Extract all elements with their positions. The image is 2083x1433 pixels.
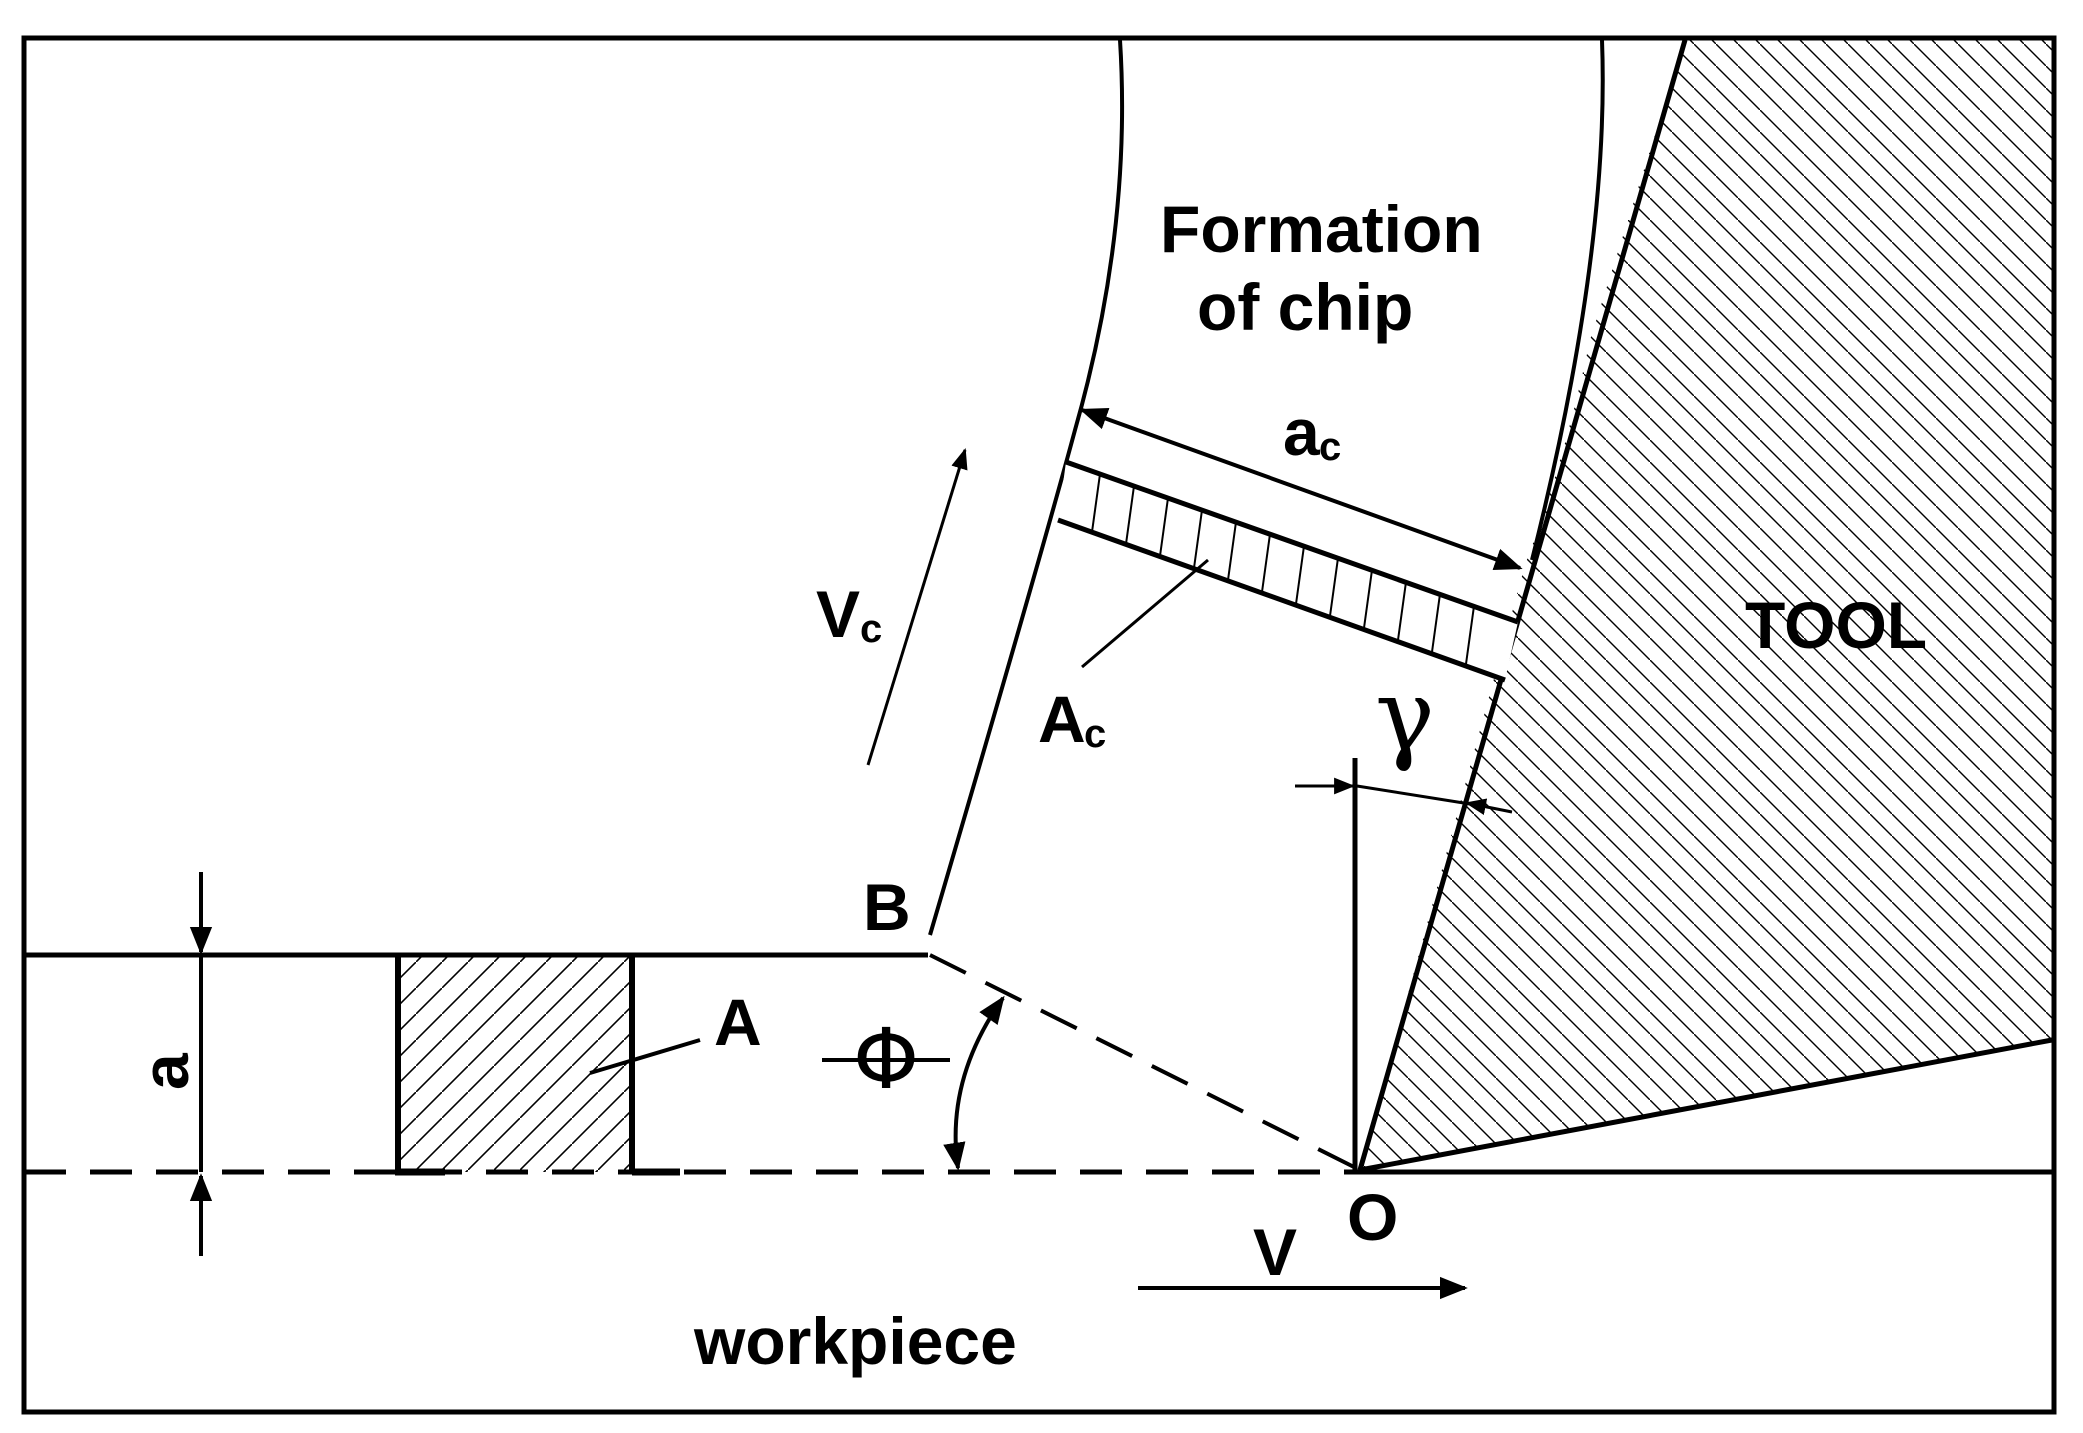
tool-body xyxy=(1360,40,2052,1170)
chip-thickness-label: a xyxy=(1283,395,1321,469)
point-b-label: B xyxy=(863,870,911,944)
chip-area-leader xyxy=(1081,558,1209,669)
chip-section-fill xyxy=(1058,462,1518,680)
diagram-frame xyxy=(21,35,2057,1415)
uncut-area-leader xyxy=(589,1038,701,1075)
chip-area-label: A xyxy=(1038,682,1086,756)
chip-title-line2: of chip xyxy=(1197,270,1413,344)
rake-angle-arc xyxy=(1356,784,1471,806)
chip-right-edge xyxy=(1530,39,1605,561)
chip-velocity-arrow xyxy=(866,447,968,766)
chip-velocity-subscript: c xyxy=(860,607,882,651)
workpiece-label: workpiece xyxy=(693,1304,1017,1378)
uncut-chip-area xyxy=(398,956,630,1172)
chip-thickness-subscript: c xyxy=(1319,425,1341,469)
chip-velocity-label: V xyxy=(816,577,860,651)
chip-thickness-arrow xyxy=(1079,408,1523,570)
shear-angle-label: Φ xyxy=(853,1010,919,1108)
shear-plane xyxy=(929,953,1361,1172)
rake-angle-label: γ xyxy=(1375,657,1435,774)
chip-title-line1: Formation xyxy=(1160,192,1483,266)
shear-angle-arc xyxy=(943,995,1005,1171)
uncut-area-label: A xyxy=(714,985,762,1059)
point-o-label: O xyxy=(1347,1180,1398,1254)
tool-label: TOOL xyxy=(1745,588,1927,662)
chip-area-subscript: c xyxy=(1084,712,1106,756)
chip-left-edge xyxy=(928,39,1125,936)
depth-of-cut-label: a xyxy=(128,1052,202,1090)
tool-flank-face xyxy=(1359,1037,2053,1173)
tool-rake-face xyxy=(1357,39,1688,1171)
cutting-velocity-label: V xyxy=(1253,1215,1297,1289)
rake-angle-arrow-right xyxy=(1464,798,1513,815)
